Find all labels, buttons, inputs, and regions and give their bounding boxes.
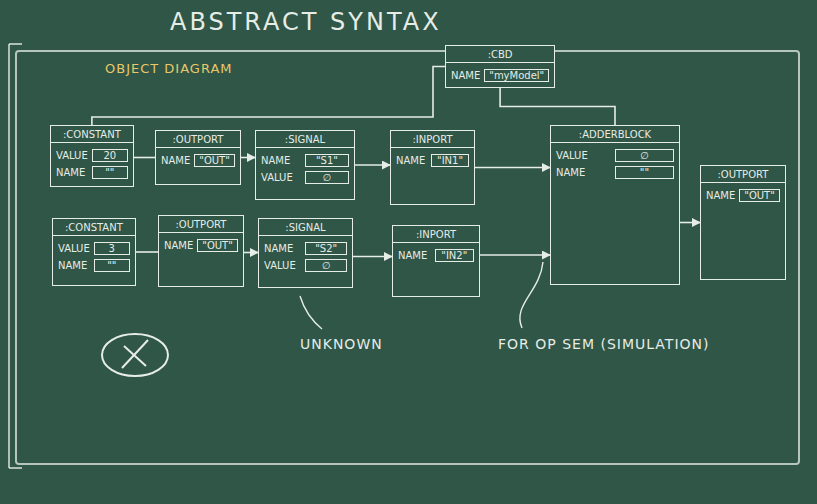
- attribute-value: "": [615, 166, 674, 179]
- association-line: [136, 251, 158, 253]
- attribute-name: NAME: [161, 155, 190, 166]
- object-heading: :CONSTANT: [51, 129, 133, 143]
- attribute-name: NAME: [264, 243, 301, 254]
- attribute-value: "myModel": [484, 69, 549, 82]
- leader-line: [300, 296, 322, 329]
- uml-object-box: :INPORT NAME "IN2": [392, 225, 480, 297]
- uml-object-box: :OUTPORT NAME "OUT": [155, 130, 241, 185]
- circled-x-symbol: [102, 334, 168, 376]
- attribute-name: NAME: [451, 70, 480, 81]
- association-line: [241, 157, 255, 159]
- circled-x-symbol: [124, 346, 146, 366]
- attribute-value: "IN1": [431, 154, 469, 167]
- object-heading: :SIGNAL: [256, 134, 354, 148]
- association-line: [355, 164, 390, 166]
- uml-object-box: :CONSTANT VALUE 20NAME "": [50, 125, 134, 187]
- object-heading: :OUTPORT: [159, 219, 243, 233]
- attribute-value: "OUT": [739, 189, 780, 202]
- attribute-value: "OUT": [197, 239, 238, 252]
- attribute-value: 20: [92, 149, 128, 162]
- association-line: [244, 252, 258, 254]
- attribute-name: NAME: [58, 260, 90, 271]
- association-line: [134, 157, 155, 159]
- attribute-name: NAME: [261, 155, 301, 166]
- attribute-name: NAME: [164, 240, 193, 251]
- association-line: [475, 167, 550, 169]
- frame-bracket: [9, 467, 22, 469]
- attribute-name: VALUE: [556, 150, 611, 161]
- attribute-value: 3: [94, 242, 130, 255]
- attribute-name: NAME: [56, 167, 88, 178]
- frame-heading: OBJECT DIAGRAM: [105, 61, 233, 76]
- uml-object-box: :OUTPORT NAME "OUT": [158, 215, 244, 287]
- uml-object-box: :INPORT NAME "IN1": [390, 130, 475, 205]
- leader-line: [520, 262, 543, 328]
- association-line: [500, 88, 615, 125]
- association-line: [480, 254, 550, 256]
- attribute-value: "IN2": [435, 249, 474, 262]
- object-heading: :OUTPORT: [156, 134, 240, 148]
- attribute-value: "": [94, 259, 130, 272]
- diagram-title: ABSTRACT SYNTAX: [170, 8, 442, 36]
- uml-object-box: :CONSTANT VALUE 3NAME "": [52, 218, 136, 286]
- attribute-name: VALUE: [264, 260, 301, 271]
- attribute-name: NAME: [398, 250, 431, 261]
- attribute-value: "OUT": [194, 154, 235, 167]
- object-diagram-frame: OBJECT DIAGRAM :CBD NAME "myModel" :CONSTANT…: [15, 50, 800, 465]
- attribute-name: NAME: [396, 155, 427, 166]
- attribute-name: VALUE: [56, 150, 88, 161]
- association-line: [680, 222, 700, 224]
- attribute-name: VALUE: [58, 243, 90, 254]
- uml-object-box: :OUTPORT NAME "OUT": [700, 165, 786, 280]
- attribute-name: NAME: [706, 190, 735, 201]
- attribute-name: NAME: [556, 167, 611, 178]
- object-heading: :CONSTANT: [53, 222, 135, 236]
- note-label: UNKNOWN: [300, 336, 383, 352]
- uml-object-box: :ADDERBLOCK VALUE ∅ NAME "": [550, 125, 680, 285]
- uml-object-box: :CBD NAME "myModel": [445, 45, 555, 88]
- object-heading: :CBD: [446, 49, 554, 63]
- object-heading: :INPORT: [393, 229, 479, 243]
- note-label: FOR OP SEM (SIMULATION): [498, 336, 709, 352]
- attribute-value: ∅: [615, 149, 674, 162]
- frame-bracket: [8, 44, 10, 468]
- object-heading: :OUTPORT: [701, 169, 785, 183]
- attribute-value: "": [92, 166, 128, 179]
- object-heading: :INPORT: [391, 134, 474, 148]
- object-heading: :ADDERBLOCK: [551, 129, 679, 143]
- association-line: [353, 256, 392, 258]
- frame-bracket: [9, 43, 22, 45]
- attribute-value: ∅: [305, 171, 349, 184]
- circled-x-symbol: [122, 340, 148, 368]
- attribute-value: ∅: [305, 259, 347, 272]
- attribute-value: "S1": [305, 154, 349, 167]
- attribute-name: VALUE: [261, 172, 301, 183]
- uml-object-box: :SIGNAL NAME "S2" VALUE ∅: [258, 218, 353, 288]
- attribute-value: "S2": [305, 242, 347, 255]
- object-heading: :SIGNAL: [259, 222, 352, 236]
- uml-object-box: :SIGNAL NAME "S1" VALUE ∅: [255, 130, 355, 200]
